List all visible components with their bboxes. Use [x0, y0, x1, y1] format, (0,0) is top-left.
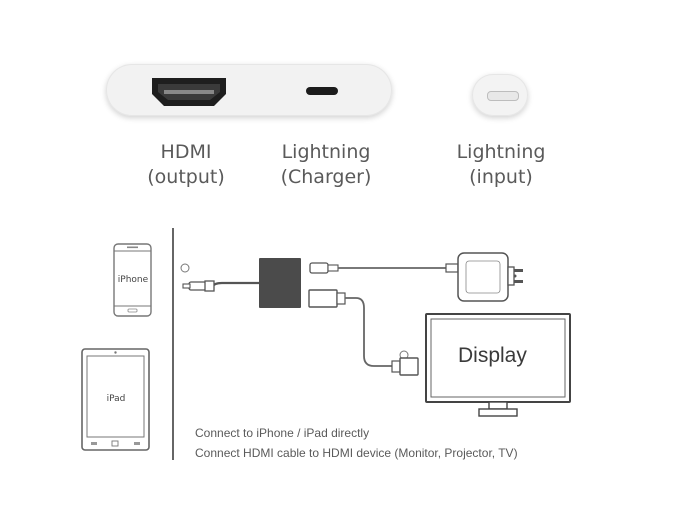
- lightning-charger-port-icon: [306, 87, 338, 95]
- iphone-icon: [113, 243, 152, 317]
- ipad-label: iPad: [106, 394, 126, 404]
- lightning-charger-label: Lightning (Charger): [280, 141, 372, 188]
- display-label: Display: [458, 344, 527, 367]
- caption-hdmi-connect: Connect HDMI cable to HDMI device (Monit…: [195, 446, 518, 460]
- iphone-label: iPhone: [117, 275, 149, 285]
- lightning-input-label: Lightning (input): [456, 141, 546, 188]
- ipad-icon: [81, 348, 150, 451]
- adapter-hub: [259, 258, 301, 308]
- hdmi-output-label: HDMI (output): [147, 141, 225, 188]
- divider-line: [172, 228, 174, 460]
- display-monitor-icon: [425, 313, 571, 417]
- lightning-connector-icon: [487, 91, 519, 101]
- caption-direct-connect: Connect to iPhone / iPad directly: [195, 426, 370, 440]
- hdmi-port-icon: [152, 78, 226, 106]
- connection-indicator-icon: [180, 263, 190, 273]
- power-adapter-icon: [457, 252, 523, 302]
